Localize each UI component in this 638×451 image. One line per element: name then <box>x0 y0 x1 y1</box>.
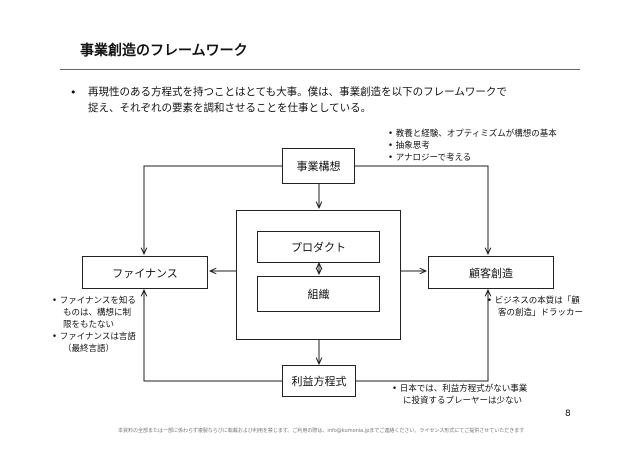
finance-note-1: • ファイナンスを知る <box>52 296 136 306</box>
profit-notes: • 日本では、利益方程式がない事業 に投資するプレーヤーは少ない <box>392 383 527 407</box>
intro-line-1: 再現性のある方程式を持つことはとても大事。僕は、事業創造を以下のフレームワークで <box>88 86 507 98</box>
finance-note-4: • ファイナンスは言語 <box>52 332 136 342</box>
customer-box: 顧客創造 <box>428 256 554 289</box>
intro-text: 再現性のある方程式を持つことはとても大事。僕は、事業創造を以下のフレームワークで… <box>88 84 568 116</box>
customer-note-1: • ビジネスの本質は「顧 <box>487 296 580 306</box>
finance-label: ファイナンス <box>112 266 178 280</box>
title-divider <box>60 69 580 70</box>
profit-note-1: • 日本では、利益方程式がない事業 <box>392 384 528 394</box>
finance-box: ファイナンス <box>82 256 208 289</box>
concept-box: 事業構想 <box>282 148 355 184</box>
finance-note-5: （最終言語） <box>63 344 115 354</box>
page-number: 8 <box>565 409 571 419</box>
customer-note-2: 客の創造」ドラッカー <box>498 308 584 318</box>
slide-title: 事業創造のフレームワーク <box>80 43 248 59</box>
customer-label: 顧客創造 <box>469 266 513 280</box>
concept-label: 事業構想 <box>296 160 341 173</box>
product-label: プロダクト <box>291 241 346 254</box>
arrow-profit-to-customer <box>356 290 488 382</box>
customer-notes: • ビジネスの本質は「顧 客の創造」ドラッカー <box>487 295 583 319</box>
organization-box: 組織 <box>257 276 380 312</box>
arrow-concept-to-customer <box>355 165 488 254</box>
concept-note-3: • アナロジーで考える <box>388 153 472 163</box>
finance-note-3: 限をもたない <box>63 320 115 330</box>
arrow-profit-to-finance <box>144 290 282 382</box>
product-box: プロダクト <box>257 231 380 263</box>
organization-label: 組織 <box>307 288 330 301</box>
intro-bullet: • <box>70 86 77 99</box>
core-container <box>236 210 401 340</box>
footer-notice: 本資料の全部または一部に係わらず複製ならびに転載および利用を禁じます。ご利用の際… <box>118 428 525 434</box>
concept-note-2: • 抽象思考 <box>388 141 430 151</box>
profit-box: 利益方程式 <box>282 365 356 397</box>
profit-label: 利益方程式 <box>291 375 347 388</box>
arrow-concept-to-finance <box>144 165 282 254</box>
concept-note-1: • 教養と経験、オプティミズムが構想の基本 <box>388 129 557 139</box>
finance-note-2: ものは、構想に制 <box>63 308 132 318</box>
intro-line-2: 捉え、それぞれの要素を調和させることを仕事としている。 <box>88 102 372 114</box>
finance-notes: • ファイナンスを知る ものは、構想に制 限をもたない • ファイナンスは言語 … <box>52 295 136 355</box>
concept-notes: • 教養と経験、オプティミズムが構想の基本 • 抽象思考 • アナロジーで考える <box>388 128 557 164</box>
profit-note-2: に投資するプレーヤーは少ない <box>403 396 523 406</box>
